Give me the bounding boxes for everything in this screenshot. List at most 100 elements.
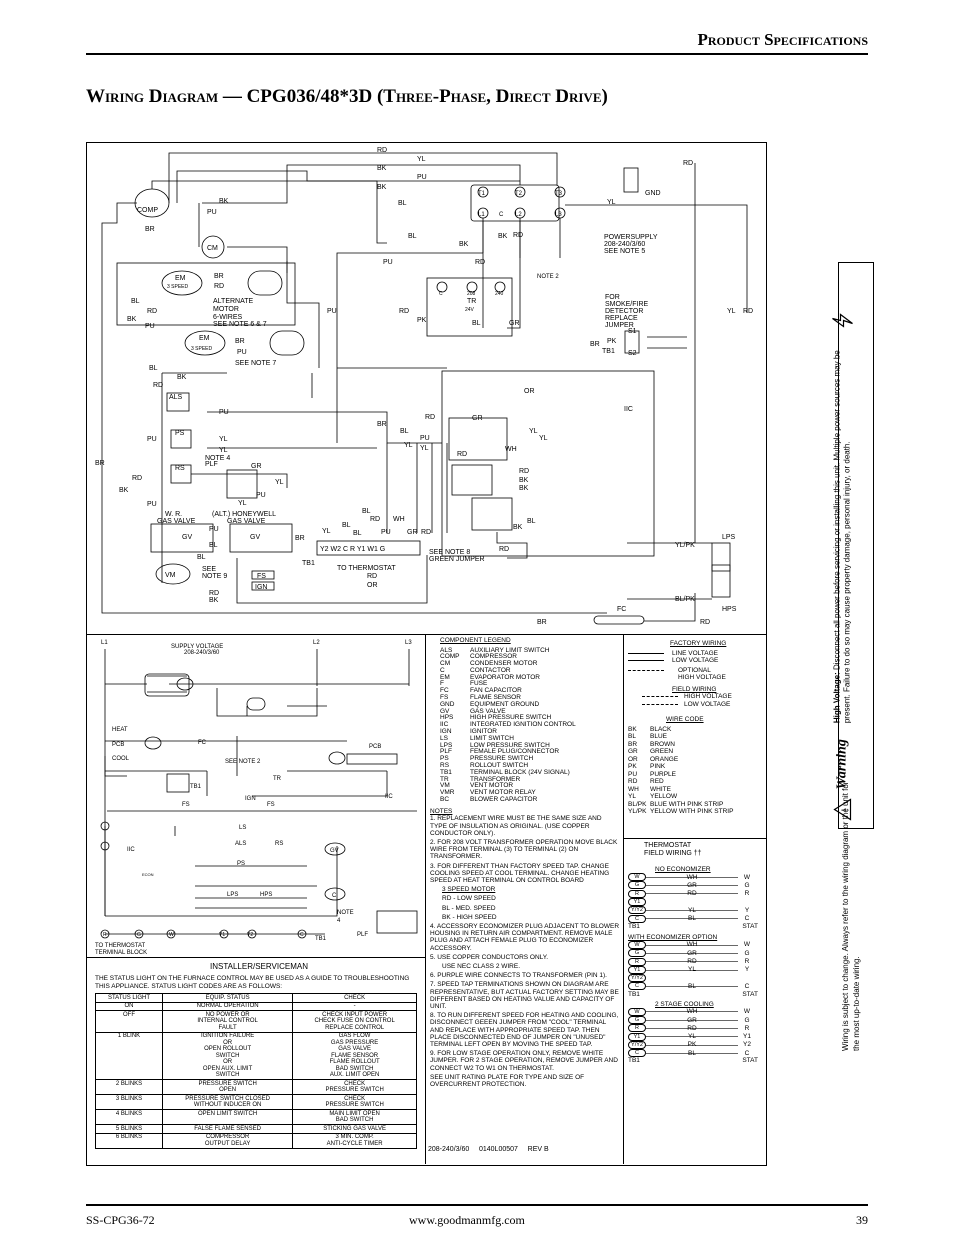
note-item: 5. USE COPPER CONDUCTORS ONLY. [430, 953, 549, 961]
svg-text:BK: BK [498, 233, 508, 240]
field-low-label: LOW VOLTAGE [684, 700, 731, 708]
svg-text:BK: BK [209, 597, 219, 604]
see-note9-l2: NOTE 9 [202, 573, 227, 580]
wire-code-abbr: WH [628, 785, 639, 793]
svg-text:RD: RD [132, 475, 142, 482]
wire-code-name: WHITE [650, 785, 671, 793]
svg-text:BL: BL [362, 508, 371, 515]
tstat-terminal: R [628, 1024, 646, 1033]
legend-desc: FAN CAPACITOR [470, 687, 522, 695]
gv-hw-l2: GAS VALVE [227, 518, 266, 525]
to-thermostat-label: TO THERMOSTAT [337, 565, 396, 572]
line-l1: L1 [101, 640, 108, 646]
tstat-terminal: Y/Y2 [628, 1040, 646, 1049]
gv-wr-l1: W. R. [165, 511, 182, 518]
pcb2-label: PCB [369, 744, 381, 750]
svg-text:RD: RD [743, 308, 753, 315]
footer-left: SS-CPG36-72 [86, 1213, 155, 1227]
svg-text:RD: RD [209, 590, 219, 597]
wiring-diagram-frame [86, 142, 767, 1166]
legend-code: RS [440, 762, 450, 770]
tstat-terminal: C [628, 1049, 646, 1058]
tstat-stat-terminal: Y2 [743, 1041, 751, 1049]
svg-text:YL: YL [529, 428, 538, 435]
legend-code: IGN [440, 728, 452, 736]
note4-label: NOTE 4 [205, 455, 230, 462]
gv-lad-label: GV [330, 848, 339, 854]
svg-text:RD: RD [683, 160, 693, 167]
svg-text:PU: PU [327, 308, 337, 315]
svg-text:YL: YL [238, 500, 247, 507]
wire-code-name: BROWN [650, 740, 675, 748]
svg-text:BK: BK [519, 477, 529, 484]
alt-motor-l1: ALTERNATE [213, 298, 254, 305]
legend-code: VM [440, 782, 450, 790]
alt-motor-l4: SEE NOTE 6 & 7 [213, 321, 267, 328]
legend-desc: CONDENSER MOTOR [470, 660, 538, 668]
warning-text: High Voltage: Disconnect all power befor… [832, 350, 852, 724]
tstat-terminal: Y1 [628, 1032, 646, 1041]
ps-lad-label: PS [237, 861, 245, 867]
warning-box [838, 262, 874, 829]
tstat-stat-terminal: C [744, 915, 750, 923]
tstat-title-1: THERMOSTAT [644, 842, 692, 849]
l3-label: L3 [555, 212, 562, 218]
fc-lad-label: FC [198, 740, 207, 746]
divider-v1 [425, 634, 426, 1164]
svg-text:RD: RD [147, 308, 157, 315]
ign-label: IGN [255, 584, 267, 591]
tr-label: TR [467, 298, 476, 305]
note-item: 4. ACCESSORY ECONOMIZER PLUG ADJACENT TO… [430, 922, 620, 952]
wire-code-name: PINK [650, 763, 666, 770]
tstat-wire: WH [646, 1008, 738, 1016]
cm-label: CM [207, 245, 218, 252]
installer-title: INSTALLER/SERVICEMAN [210, 962, 308, 971]
svg-text:GR: GR [472, 415, 483, 422]
tb1-a: TB1 [628, 922, 640, 930]
notes-list: 1. REPLACEMENT WIRE MUST BE THE SAME SIZ… [430, 815, 620, 1088]
svg-text:RD: RD [421, 529, 431, 536]
tr-c-label: C [439, 291, 443, 297]
table-cell: PRESSURE SWITCH CLOSED WITHOUT INDUCER O… [161, 1094, 294, 1110]
fc-label: FC [617, 606, 626, 613]
legend-desc: AUXILIARY LIMIT SWITCH [470, 646, 550, 654]
tstat-stat-terminal: C [744, 982, 750, 990]
tb1-s-label: TB1 [602, 348, 615, 355]
note-item: 7. SPEED TAP TERMINATIONS SHOWN ON DIAGR… [430, 981, 619, 1010]
tb1-lad2-label: TB1 [315, 936, 327, 942]
svg-text:YL: YL [275, 479, 284, 486]
tstat-row: Y1 [628, 898, 764, 907]
smoke-l2: SMOKE/FIRE [605, 301, 649, 308]
legend-desc: VENT MOTOR [470, 782, 514, 790]
als-lad-label: ALS [235, 841, 246, 847]
svg-text:RD: RD [457, 451, 467, 458]
tstat-stat-terminal: C [744, 1049, 750, 1057]
legend-code: FC [440, 687, 449, 695]
wire-code-name: PURPLE [650, 770, 677, 778]
legend-desc: CONTACTOR [470, 666, 511, 674]
svg-text:RD: RD [519, 468, 529, 475]
svg-text:BL: BL [400, 428, 409, 435]
hps-label: HPS [722, 606, 737, 613]
table-cell: STICKING GAS VALVE [292, 1124, 417, 1134]
legend-code: VMR [440, 789, 455, 797]
legend-desc: HIGH PRESSURE SWITCH [470, 714, 552, 722]
tstat-terminal: C [628, 914, 646, 923]
svg-text:BK: BK [459, 241, 469, 248]
line-l2: L2 [313, 640, 320, 646]
svg-text:PU: PU [237, 349, 247, 356]
legend-code: HPS [440, 714, 454, 722]
iic2-lad-label: IIC [127, 847, 135, 853]
